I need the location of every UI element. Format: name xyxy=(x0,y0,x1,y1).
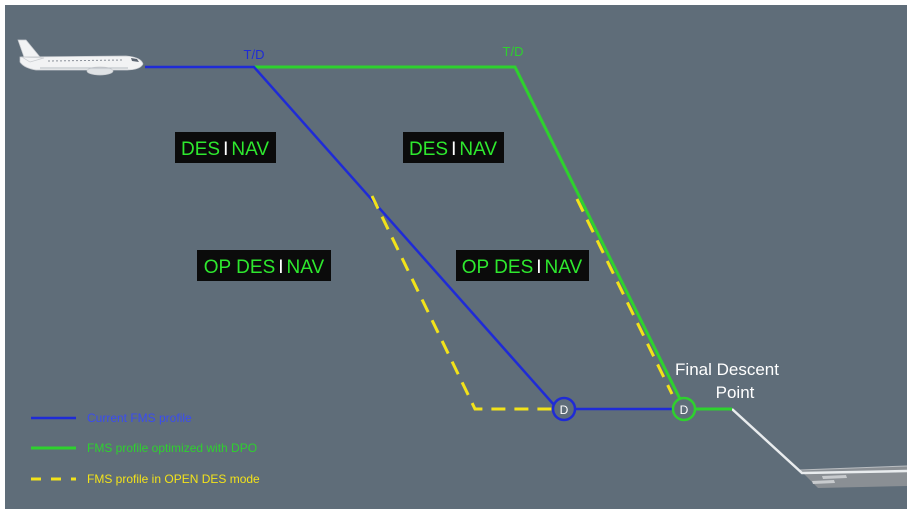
decel-marker-dpo: D xyxy=(673,398,695,420)
legend-label-dpo: FMS profile optimized with DPO xyxy=(87,441,257,455)
svg-text:D: D xyxy=(680,403,689,417)
final-descent-label-line1: Final Descent xyxy=(675,360,779,379)
decel-marker-current: D xyxy=(553,398,575,420)
final-descent-label-line2: Point xyxy=(716,383,755,402)
td-label-current: T/D xyxy=(244,47,265,62)
runway-icon xyxy=(800,466,907,488)
legend-label-current: Current FMS profile xyxy=(87,411,192,425)
svg-text:D: D xyxy=(560,403,569,417)
legend-label-open-des: FMS profile in OPEN DES mode xyxy=(87,472,260,486)
td-label-dpo: T/D xyxy=(503,44,524,59)
